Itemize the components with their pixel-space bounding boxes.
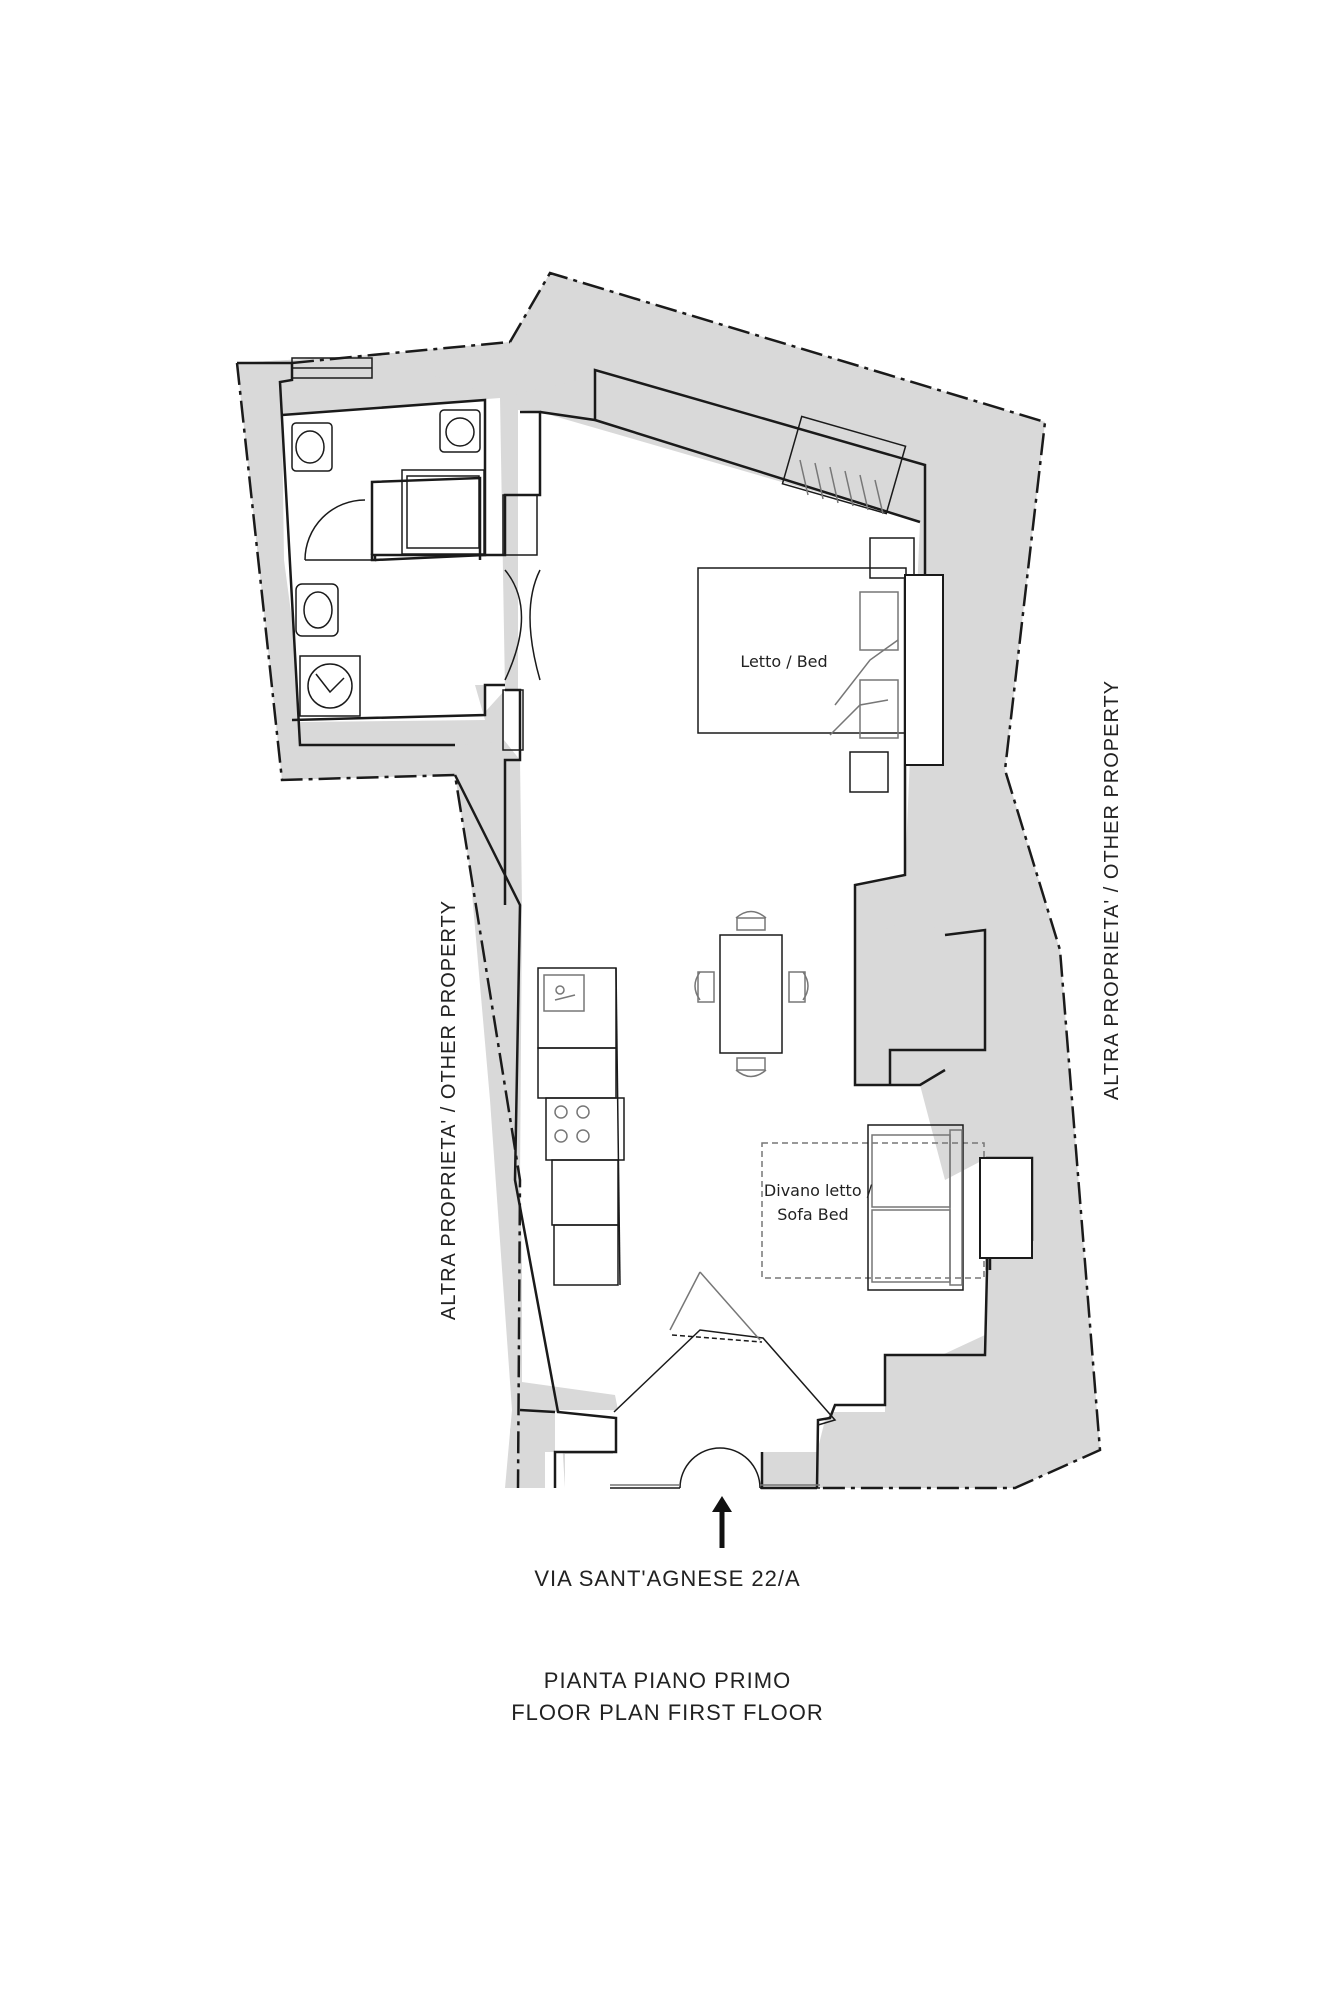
property-boundaries [235, 271, 1102, 1490]
bathroom-fixtures [291, 409, 485, 717]
entrance-arrow-icon [712, 1496, 732, 1548]
washing-machine-icon [299, 655, 361, 717]
bathroom-floor [282, 400, 490, 722]
entrance [610, 1271, 837, 1489]
wardrobe [781, 415, 907, 515]
dining-table [694, 910, 809, 1078]
bidet-icon [439, 409, 481, 453]
right-property-label: ALTRA PROPRIETA' / OTHER PROPERTY [1101, 680, 1123, 1100]
toilet-icon [291, 422, 333, 472]
living-window [979, 1157, 1033, 1259]
entrance-door-right-swing [719, 1447, 761, 1489]
left-property-label: ALTRA PROPRIETA' / OTHER PROPERTY [438, 900, 460, 1320]
address-label: VIA SANT'AGNESE 22/A [534, 1566, 801, 1591]
interior-doors [502, 494, 541, 751]
sofa-bed-label-line2: Sofa Bed [777, 1205, 848, 1224]
bedroom-label: Letto / Bed [740, 652, 827, 671]
sofa-bed [761, 1124, 985, 1291]
bathroom-window [291, 357, 373, 379]
shower-icon [401, 469, 485, 555]
bedroom-window [904, 574, 944, 766]
plan-title-line2: FLOOR PLAN FIRST FLOOR [511, 1700, 824, 1725]
plan-title-line1: PIANTA PIANO PRIMO [543, 1668, 792, 1693]
sofa-bed-label-line1: Divano letto / [764, 1181, 873, 1200]
entrance-door-left-swing [679, 1447, 721, 1489]
double-door-swing [504, 569, 523, 681]
sink-icon [295, 583, 339, 637]
kitchen-counter [537, 967, 625, 1286]
bathroom-door-swing [304, 499, 366, 561]
